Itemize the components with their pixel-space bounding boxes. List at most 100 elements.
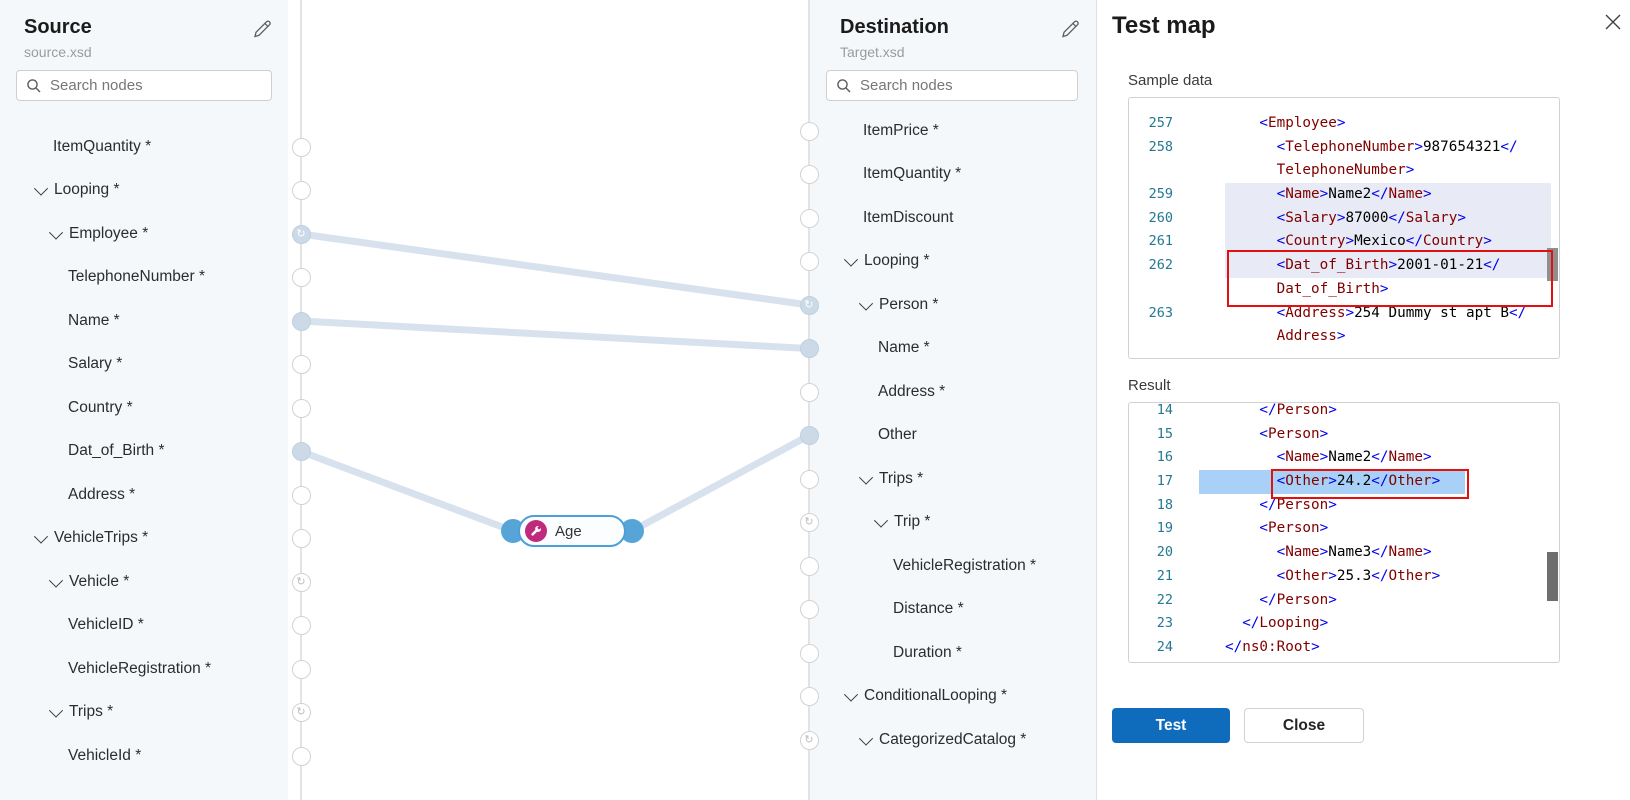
tree-node-vehicle-[interactable]: Vehicle * — [0, 560, 288, 604]
code-line: 16<Name>Name2</Name> — [1129, 446, 1559, 470]
code-text: <TelephoneNumber>987654321</ — [1276, 138, 1518, 155]
sample-data-editor[interactable]: 257<Employee>258<TelephoneNumber>9876543… — [1128, 97, 1560, 359]
connection-handle-duration[interactable] — [799, 643, 819, 663]
tree-node-address-[interactable]: Address * — [810, 370, 1096, 414]
connection-handle-vehicleid[interactable] — [291, 616, 311, 635]
chevron-down-icon[interactable] — [48, 573, 64, 588]
destination-search-input[interactable] — [858, 76, 1077, 95]
test-panel-footer: Test Close — [1112, 708, 1364, 743]
tree-node-distance-[interactable]: Distance * — [810, 588, 1096, 632]
line-number: 257 — [1148, 115, 1173, 131]
connection-handle-address[interactable] — [291, 485, 311, 505]
code-text: <Address>254 Dummy st apt B</ — [1276, 304, 1527, 321]
connection-handle-vehicleid[interactable] — [291, 746, 311, 766]
chevron-down-icon[interactable] — [858, 296, 874, 311]
tree-node-itemprice-[interactable]: ItemPrice * — [810, 109, 1096, 153]
tree-node-telephonenumber-[interactable]: TelephoneNumber * — [0, 256, 288, 300]
chevron-down-icon[interactable] — [843, 687, 859, 702]
connection-handle-vehicleregistration[interactable] — [799, 556, 819, 576]
edit-source-schema-button[interactable] — [250, 18, 274, 42]
line-number: 14 — [1156, 402, 1173, 418]
tree-node-categorizedcatalog-[interactable]: CategorizedCatalog * — [810, 718, 1096, 762]
connection-handle-trips[interactable]: ↻ — [291, 703, 311, 722]
tree-node-vehicleregistration-[interactable]: VehicleRegistration * — [0, 647, 288, 691]
chevron-down-icon[interactable] — [48, 703, 64, 718]
connection-handle-vehicletrips[interactable] — [291, 529, 311, 548]
connection-handle-looping[interactable] — [799, 252, 819, 271]
tree-node-salary-[interactable]: Salary * — [0, 343, 288, 387]
code-text: </Looping> — [1242, 615, 1329, 632]
mapping-wire[interactable] — [628, 432, 813, 535]
result-editor[interactable]: 14</Person>15<Person>16<Name>Name2</Name… — [1128, 402, 1560, 663]
tree-node-looping-[interactable]: Looping * — [0, 169, 288, 213]
tree-node-duration-[interactable]: Duration * — [810, 631, 1096, 675]
connection-handle-other[interactable] — [799, 426, 819, 445]
connection-handle-salary[interactable] — [291, 355, 311, 374]
tree-node-dat-of-birth-[interactable]: Dat_of_Birth * — [0, 430, 288, 474]
connection-handle-country[interactable] — [291, 398, 311, 418]
connection-handle-itemquantity[interactable] — [291, 137, 311, 157]
chevron-down-icon[interactable] — [33, 181, 49, 196]
tree-node-itemdiscount[interactable]: ItemDiscount — [810, 196, 1096, 240]
connection-handle-name[interactable] — [291, 311, 311, 331]
result-scrollbar-thumb[interactable] — [1547, 552, 1558, 601]
tree-node-vehicletrips-[interactable]: VehicleTrips * — [0, 517, 288, 561]
sample-scrollbar-thumb[interactable] — [1547, 248, 1558, 281]
connection-handle-distance[interactable] — [799, 600, 819, 619]
close-panel-button[interactable] — [1600, 10, 1626, 36]
tree-node-vehicleid-[interactable]: VehicleID * — [0, 604, 288, 648]
tree-node-other[interactable]: Other — [810, 414, 1096, 458]
mapping-wire[interactable] — [297, 230, 813, 309]
connection-handle-categorizedcatalog[interactable]: ↻ — [799, 730, 819, 750]
tree-node-trips-[interactable]: Trips * — [0, 691, 288, 735]
tree-node-country-[interactable]: Country * — [0, 386, 288, 430]
tree-node-address-[interactable]: Address * — [0, 473, 288, 517]
tree-node-name-[interactable]: Name * — [810, 327, 1096, 371]
tree-node-trips-[interactable]: Trips * — [810, 457, 1096, 501]
line-number: 261 — [1148, 233, 1173, 250]
connection-handle-itemdiscount[interactable] — [799, 208, 819, 228]
connection-handle-vehicleregistration[interactable] — [291, 659, 311, 679]
chevron-down-icon[interactable] — [843, 252, 859, 267]
tree-node-looping-[interactable]: Looping * — [810, 240, 1096, 284]
connection-handle-trip[interactable]: ↻ — [799, 513, 819, 532]
edit-destination-schema-button[interactable] — [1058, 18, 1082, 42]
connection-handle-conditionallooping[interactable] — [799, 687, 819, 706]
connection-handle-trips[interactable] — [799, 469, 819, 489]
connection-handle-itemprice[interactable] — [799, 121, 819, 141]
chevron-down-icon[interactable] — [48, 225, 64, 240]
chevron-down-icon[interactable] — [873, 513, 889, 528]
chevron-down-icon[interactable] — [33, 529, 49, 544]
function-node-age[interactable]: Age — [518, 515, 626, 547]
tree-node-employee-[interactable]: Employee * — [0, 212, 288, 256]
tree-node-label: Looping * — [864, 252, 930, 270]
tree-node-label: Vehicle * — [69, 572, 130, 590]
tree-node-conditionallooping-[interactable]: ConditionalLooping * — [810, 675, 1096, 719]
mapping-wire[interactable] — [297, 448, 517, 535]
connection-handle-looping[interactable] — [291, 181, 311, 200]
tree-node-itemquantity-[interactable]: ItemQuantity * — [810, 153, 1096, 197]
tree-node-vehicleid-[interactable]: VehicleId * — [0, 734, 288, 778]
connection-handle-person[interactable]: ↻ — [799, 295, 819, 315]
connection-handle-name[interactable] — [799, 339, 819, 358]
connection-handle-dat_of_birth[interactable] — [291, 442, 311, 461]
connection-handle-vehicle[interactable]: ↻ — [291, 572, 311, 592]
tree-node-trip-[interactable]: Trip * — [810, 501, 1096, 545]
connection-handle-address[interactable] — [799, 382, 819, 402]
chevron-down-icon[interactable] — [858, 731, 874, 746]
close-button[interactable]: Close — [1244, 708, 1364, 743]
tree-node-name-[interactable]: Name * — [0, 299, 288, 343]
code-text: </Person> — [1259, 591, 1337, 608]
test-map-title: Test map — [1112, 12, 1216, 39]
source-search-input[interactable] — [48, 76, 271, 95]
connection-handle-employee[interactable]: ↻ — [291, 224, 311, 244]
connection-handle-itemquantity[interactable] — [799, 165, 819, 184]
tree-node-vehicleregistration-[interactable]: VehicleRegistration * — [810, 544, 1096, 588]
connection-handle-telephonenumber[interactable] — [291, 268, 311, 287]
test-button[interactable]: Test — [1112, 708, 1230, 743]
chevron-down-icon[interactable] — [858, 470, 874, 485]
tree-node-itemquantity-[interactable]: ItemQuantity * — [0, 125, 288, 169]
tree-node-person-[interactable]: Person * — [810, 283, 1096, 327]
mapping-wire[interactable] — [297, 317, 813, 352]
tree-node-label: Address * — [68, 485, 136, 503]
